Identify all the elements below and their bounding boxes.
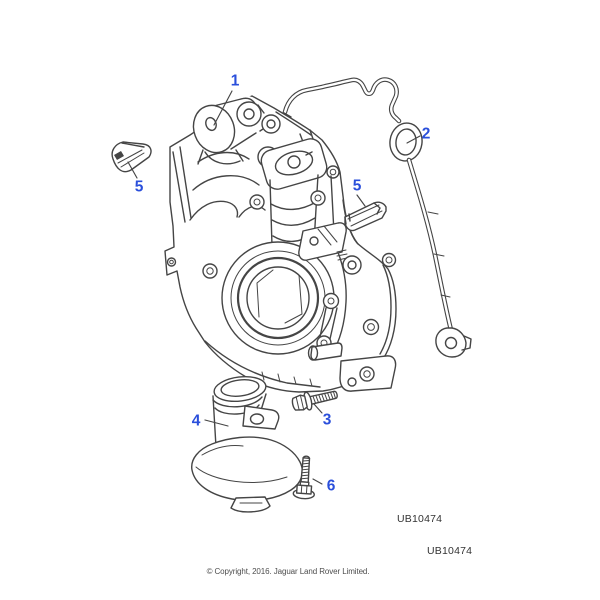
diagram-code-primary: UB10474 [397, 513, 443, 525]
callout-2[interactable]: 2 [421, 125, 431, 143]
crank-seal-opening-drawing [221, 241, 335, 355]
callout-1[interactable]: 1 [230, 72, 240, 90]
clip-right-drawing [344, 201, 387, 232]
housing-right-details-drawing [202, 222, 397, 392]
callout-4[interactable]: 4 [191, 412, 201, 430]
clip-left-drawing [111, 141, 152, 173]
diagram-code-secondary: UB10474 [427, 545, 473, 557]
callout-5-left[interactable]: 5 [134, 178, 144, 196]
pump-bracket-drawing [192, 95, 281, 210]
gasket-drawing [282, 77, 472, 358]
callout-5-right[interactable]: 5 [352, 177, 362, 195]
oil-pickup-drawing [191, 375, 303, 513]
bolt-3-drawing [291, 390, 338, 411]
callout-leader-lines [127, 90, 421, 485]
copyright-text: © Copyright, 2016. Jaguar Land Rover Lim… [206, 567, 370, 576]
callout-3[interactable]: 3 [322, 411, 332, 429]
callout-6[interactable]: 6 [326, 477, 336, 495]
bolt-6-drawing [292, 455, 315, 500]
